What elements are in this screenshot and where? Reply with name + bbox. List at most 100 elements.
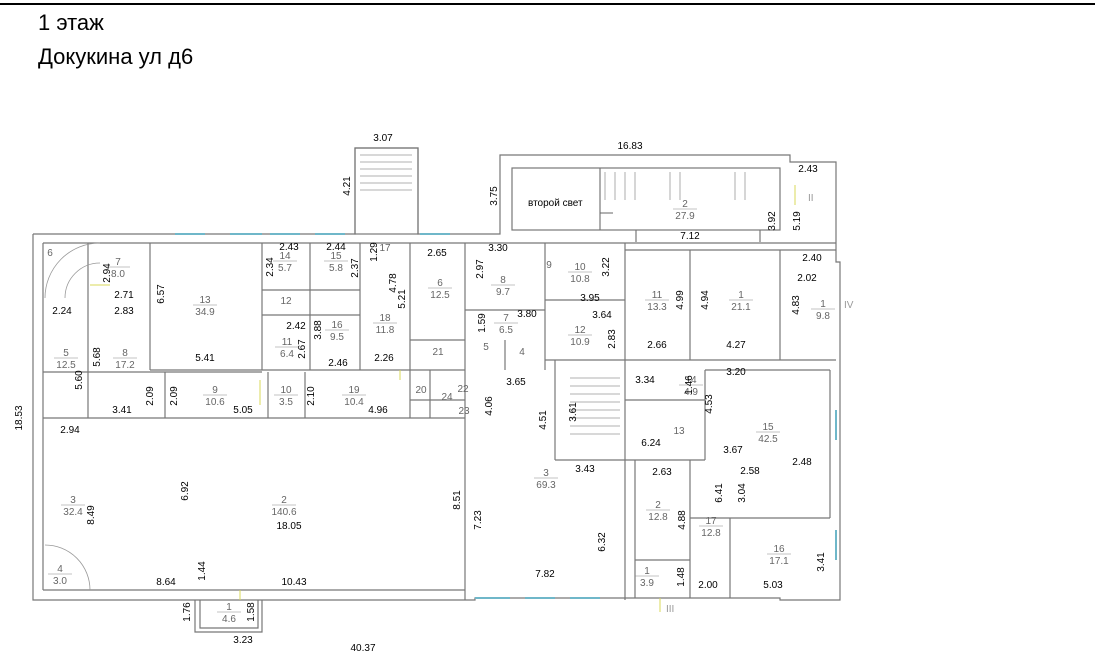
- floor-title: 1 этаж: [38, 10, 104, 35]
- room-area: 4.9: [684, 387, 698, 398]
- dimension-label: 2.83: [607, 329, 618, 349]
- dimension-label: 3.22: [601, 257, 612, 277]
- dimension-label: 4.06: [484, 396, 495, 416]
- room-area: 9.5: [330, 332, 344, 343]
- dimension-label: 2.24: [52, 306, 72, 317]
- dimension-label: 6.57: [156, 284, 167, 304]
- dimension-label: 2.09: [169, 386, 180, 406]
- dimension-label: 2.00: [698, 580, 718, 591]
- dimension-label: 8.49: [86, 505, 97, 525]
- dimension-label: 2.42: [286, 321, 306, 332]
- dimension-label: 7.82: [535, 569, 555, 580]
- dimension-label: 2.43: [279, 242, 299, 253]
- dimension-label: 4.51: [538, 410, 549, 430]
- dimension-label: 2.67: [297, 339, 308, 359]
- room-area: 11.8: [376, 325, 395, 336]
- room-area: 34.9: [195, 307, 215, 318]
- dimension-label: 16.83: [617, 141, 642, 152]
- room-number: 3: [70, 495, 76, 506]
- room-number: 16: [331, 320, 343, 331]
- dimension-label: 1.29: [369, 242, 380, 262]
- room-number: 5: [483, 342, 489, 353]
- dimension-label: 2.09: [145, 386, 156, 406]
- room-number: 8: [122, 348, 128, 359]
- room-number: 18: [379, 313, 391, 324]
- room-area: 3.9: [640, 578, 654, 589]
- room-number: 2: [682, 199, 688, 210]
- dimension-label: 2.34: [265, 257, 276, 277]
- room-number: 2: [281, 495, 287, 506]
- address-title: Докукина ул д6: [38, 44, 194, 69]
- dimension-label: 6.32: [597, 532, 608, 552]
- dimension-label: 5.03: [763, 580, 783, 591]
- dimension-label: 2.94: [60, 425, 80, 436]
- room-number: 22: [457, 384, 469, 395]
- stair-hatching: [44, 154, 746, 591]
- room-area: 6.5: [499, 325, 513, 336]
- dimension-label: 3.07: [373, 133, 393, 144]
- dimension-label: 2.43: [798, 164, 818, 175]
- dimension-label: 3.30: [488, 243, 508, 254]
- room-area: 10.6: [205, 397, 225, 408]
- door-marks: [90, 185, 796, 612]
- room-area: 12.5: [430, 290, 450, 301]
- room-number: 8: [500, 275, 506, 286]
- room-number: 23: [458, 406, 470, 417]
- room-number: 1: [820, 299, 826, 310]
- dimension-label: 3.80: [517, 309, 537, 320]
- dimension-label: 2.02: [797, 273, 817, 284]
- room-number: 11: [652, 290, 663, 301]
- dimension-label: 4.21: [342, 176, 353, 196]
- dimension-label: 1.46: [684, 375, 695, 395]
- room-number: 11: [282, 337, 293, 348]
- dimension-label: 3.23: [233, 635, 253, 646]
- dimension-label: 8.51: [452, 490, 463, 510]
- room-number: 3: [543, 468, 549, 479]
- dimension-label: 3.75: [489, 186, 500, 206]
- room-number: 1: [644, 566, 650, 577]
- room-area: 5.7: [278, 263, 292, 274]
- dimension-label: 3.64: [592, 310, 612, 321]
- room-area: 13.3: [647, 302, 667, 313]
- dimension-label: 2.65: [427, 248, 447, 259]
- room-number: 10: [574, 262, 586, 273]
- dimension-label: 1.44: [197, 561, 208, 581]
- dimension-label: 1.58: [246, 602, 257, 622]
- axis-mark-iv: IV: [844, 300, 854, 311]
- dimension-label: 5.19: [792, 211, 803, 231]
- dimension-label: 4.94: [700, 290, 711, 310]
- dimension-label: 1.76: [182, 602, 193, 622]
- room-number: 17: [705, 516, 717, 527]
- room-area: 3.0: [53, 576, 67, 587]
- room-area: 9.7: [496, 287, 510, 298]
- dimension-label: 6.92: [180, 481, 191, 501]
- room-number: 10: [280, 385, 292, 396]
- room-number: 6: [437, 278, 443, 289]
- room-number: 21: [432, 347, 444, 358]
- room-number: 1: [226, 602, 232, 613]
- room-number: 16: [773, 544, 785, 555]
- room-area: 4.6: [222, 614, 236, 625]
- dimension-label: 3.92: [767, 211, 778, 231]
- dimension-label: 7.23: [473, 510, 484, 530]
- room-number: 14: [685, 375, 697, 386]
- room-area: 12.5: [56, 360, 76, 371]
- dimension-label: 4.27: [726, 340, 746, 351]
- window-marks: [175, 233, 837, 599]
- dimension-label: 7.12: [680, 231, 700, 242]
- room-area: 10.4: [344, 397, 364, 408]
- dimension-label: 40.37: [350, 643, 375, 654]
- room-number: 12: [574, 325, 586, 336]
- dimension-label: 4.88: [677, 510, 688, 530]
- room-area: 8.0: [111, 269, 125, 280]
- room-number: 20: [415, 385, 427, 396]
- room-number: 17: [379, 243, 391, 254]
- room-number: 24: [441, 392, 453, 403]
- dimension-label: 8.64: [156, 577, 176, 588]
- dimension-label: 5.05: [233, 405, 253, 416]
- dimension-label: 4.78: [388, 273, 399, 293]
- dimension-label: 2.26: [374, 353, 394, 364]
- dimension-label: 2.58: [740, 466, 760, 477]
